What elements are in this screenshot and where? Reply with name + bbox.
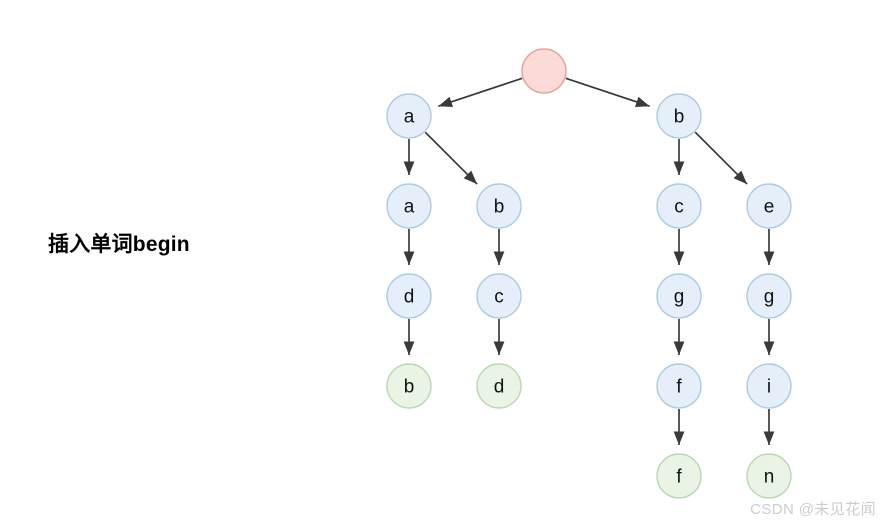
tree-node[interactable]: b <box>656 93 702 139</box>
tree-node[interactable]: c <box>656 183 702 229</box>
page-title: 插入单词begin <box>48 233 190 256</box>
node-circle <box>656 453 702 499</box>
tree-edge <box>424 131 478 185</box>
node-circle <box>746 453 792 499</box>
node-circle <box>386 363 432 409</box>
tree-node-root[interactable] <box>521 48 567 94</box>
tree-node[interactable]: a <box>386 93 432 139</box>
tree-node[interactable]: b <box>476 183 522 229</box>
node-circle <box>386 273 432 319</box>
tree-node[interactable]: a <box>386 183 432 229</box>
node-circle <box>656 363 702 409</box>
tree-node[interactable]: g <box>656 273 702 319</box>
tree-node[interactable]: e <box>746 183 792 229</box>
tree-edge <box>694 131 748 185</box>
node-circle <box>746 273 792 319</box>
tree-node[interactable]: b <box>386 363 432 409</box>
node-circle <box>386 183 432 229</box>
tree-node[interactable]: d <box>476 363 522 409</box>
node-circle <box>476 273 522 319</box>
tree-node[interactable]: n <box>746 453 792 499</box>
node-circle <box>521 48 567 94</box>
tree-node[interactable]: i <box>746 363 792 409</box>
tree-edge <box>438 77 523 108</box>
node-circle <box>386 93 432 139</box>
tree-node[interactable]: f <box>656 453 702 499</box>
tree-edge <box>565 77 650 108</box>
node-circle <box>476 363 522 409</box>
edge-layer <box>403 77 775 445</box>
node-circle <box>656 183 702 229</box>
tree-node[interactable]: f <box>656 363 702 409</box>
node-circle <box>656 273 702 319</box>
tree-node[interactable]: d <box>386 273 432 319</box>
node-circle <box>746 183 792 229</box>
watermark: CSDN @未见花闻 <box>750 501 876 518</box>
node-circle <box>476 183 522 229</box>
node-circle <box>656 93 702 139</box>
tree-node[interactable]: g <box>746 273 792 319</box>
tree-node[interactable]: c <box>476 273 522 319</box>
node-circle <box>746 363 792 409</box>
